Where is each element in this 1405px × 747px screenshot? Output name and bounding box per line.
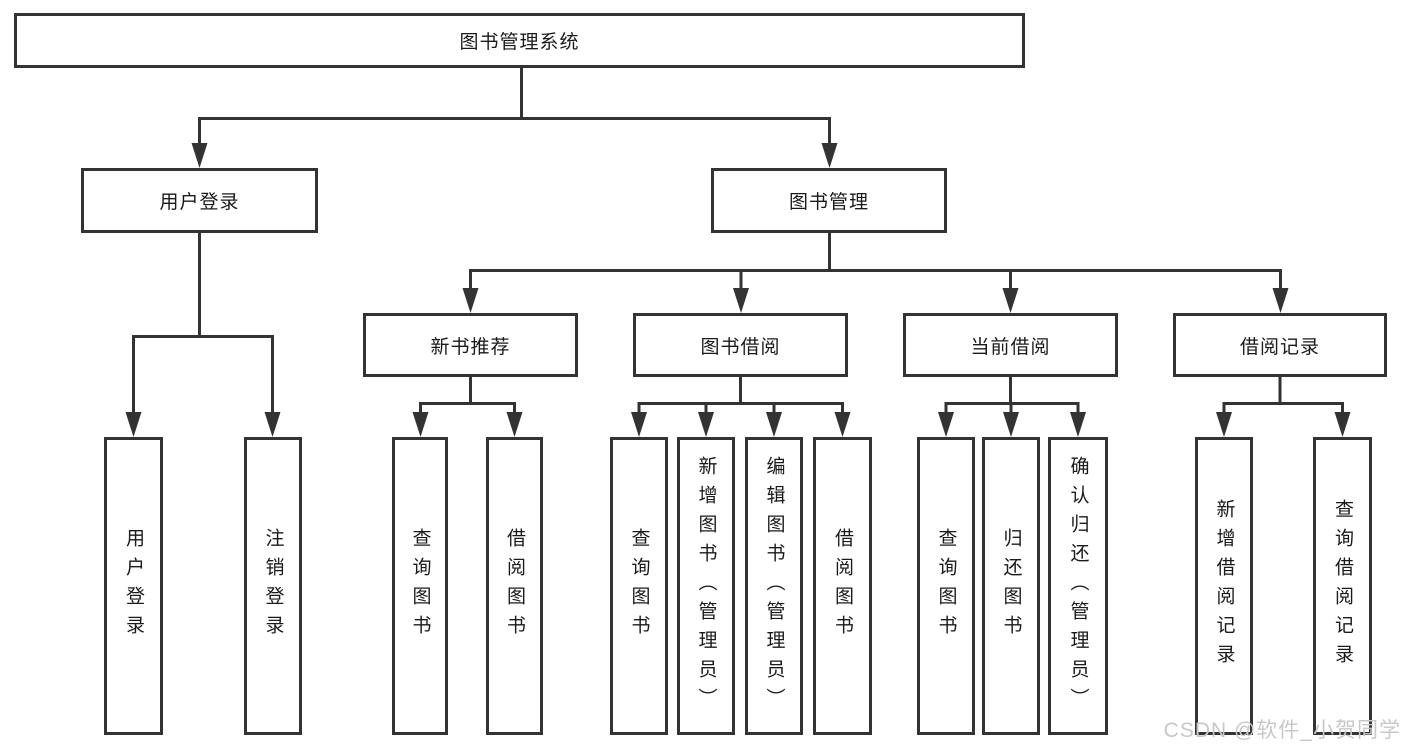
leaf-logout-login: 注销登录 [244, 437, 302, 735]
leaf-borrow-add-book-admin: 新增图书（管理员） [677, 437, 735, 735]
arrow-down-icon [191, 143, 208, 168]
node-library-management-system: 图书管理系统 [14, 13, 1025, 68]
connector-line [132, 335, 274, 416]
connector-arrowheads [125, 143, 1351, 437]
leaf-recommend-query-book: 查询图书 [392, 437, 448, 735]
leaf-borrow-query-book-label: 查询图书 [628, 528, 650, 644]
arrow-down-icon [821, 143, 838, 168]
arrow-down-icon [1070, 412, 1086, 437]
arrow-down-icon [766, 412, 782, 437]
leaf-borrow-borrow-book: 借阅图书 [813, 437, 872, 735]
csdn-watermark: CSDN @软件_小贺同学 [1163, 719, 1401, 742]
leaf-user-login: 用户登录 [104, 437, 163, 735]
leaf-recommend-borrow-book: 借阅图书 [486, 437, 543, 735]
node-book-borrowing: 图书借阅 [633, 313, 848, 377]
node-new-book-recommend: 新书推荐 [363, 313, 578, 377]
leaf-borrow-edit-book-admin: 编辑图书（管理员） [745, 437, 803, 735]
arrow-down-icon [631, 412, 647, 437]
connector-line [637, 402, 844, 416]
arrow-down-icon [412, 412, 429, 437]
arrow-down-icon [733, 288, 749, 313]
arrow-down-icon [264, 412, 281, 437]
arrow-down-icon [1334, 412, 1351, 437]
leaf-current-confirm-return-admin: 确认归还（管理员） [1048, 437, 1108, 735]
leaf-current-query-book: 查询图书 [917, 437, 975, 735]
arrow-down-icon [506, 412, 523, 437]
arrow-down-icon [125, 412, 142, 437]
arrow-down-icon [938, 412, 954, 437]
leaf-records-add-record: 新增借阅记录 [1195, 437, 1253, 735]
leaf-records-add-record-label: 新增借阅记录 [1213, 499, 1235, 673]
leaf-logout-login-label: 注销登录 [262, 528, 284, 644]
leaf-borrow-query-book: 查询图书 [610, 437, 668, 735]
leaf-recommend-borrow-book-label: 借阅图书 [504, 528, 525, 644]
leaf-current-confirm-return-admin-label: 确认归还（管理员） [1067, 455, 1089, 717]
leaf-current-query-book-label: 查询图书 [935, 528, 957, 644]
leaf-recommend-query-book-label: 查询图书 [409, 528, 431, 644]
leaf-current-return-book: 归还图书 [982, 437, 1040, 735]
leaf-records-query-record-label: 查询借阅记录 [1332, 499, 1353, 673]
node-user-login: 用户登录 [81, 168, 318, 233]
connector-line [1222, 402, 1344, 416]
arrow-down-icon [1272, 288, 1289, 313]
connector-line [419, 402, 516, 416]
arrow-down-icon [1216, 412, 1232, 437]
arrow-down-icon [462, 288, 479, 313]
leaf-borrow-borrow-book-label: 借阅图书 [832, 528, 853, 644]
node-current-borrowing: 当前借阅 [903, 313, 1118, 377]
arrow-down-icon [834, 412, 851, 437]
node-borrowing-records: 借阅记录 [1173, 313, 1387, 377]
leaf-current-return-book-label: 归还图书 [1000, 528, 1022, 644]
arrow-down-icon [698, 412, 714, 437]
leaf-user-login-label: 用户登录 [123, 528, 144, 644]
node-book-management: 图书管理 [711, 168, 947, 233]
leaf-borrow-add-book-admin-label: 新增图书（管理员） [695, 455, 717, 717]
arrow-down-icon [1003, 412, 1019, 437]
leaf-records-query-record: 查询借阅记录 [1313, 437, 1372, 735]
leaf-borrow-edit-book-admin-label: 编辑图书（管理员） [763, 455, 785, 717]
connector-line [469, 269, 1282, 291]
connector-line [198, 117, 831, 153]
arrow-down-icon [1002, 288, 1019, 313]
